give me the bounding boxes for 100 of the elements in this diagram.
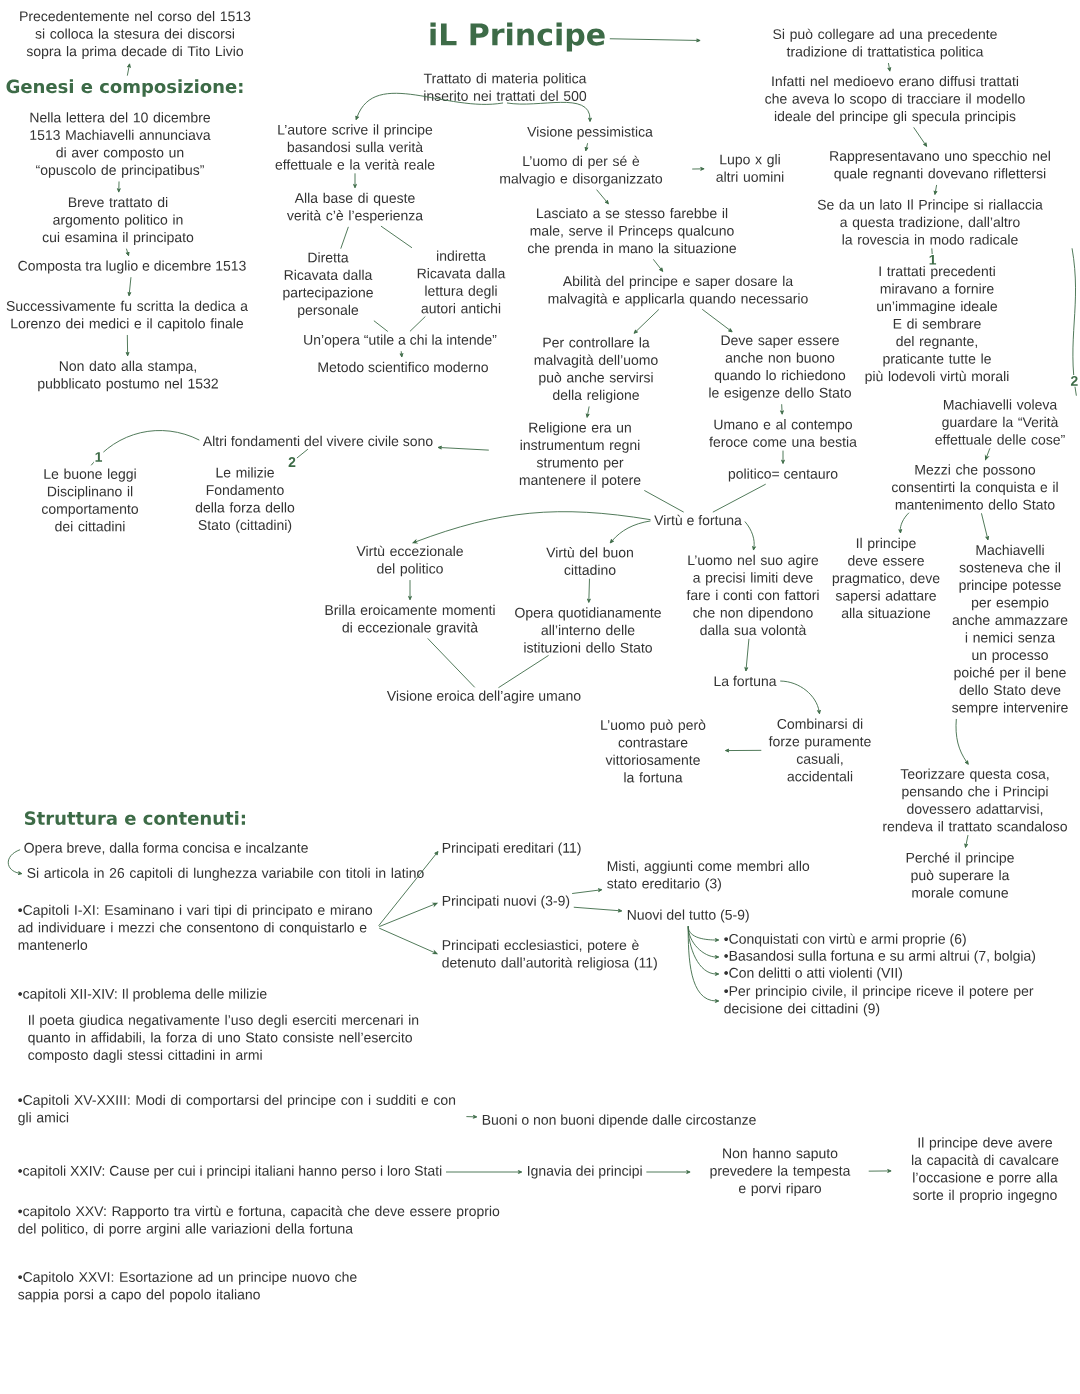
note-text: Per controllare la malvagità dell’uomo può anche servirsi della religione	[534, 337, 658, 403]
note-text: Si può collegare ad una precedente tradizione di trattatistica politica	[773, 28, 997, 60]
note-text: Lasciato a se stesso farebbe il male, serve il Princeps qualcuno che prenda in mano la situazione	[527, 208, 736, 257]
arrow	[573, 906, 623, 913]
note-text: politico= centauro	[728, 468, 838, 482]
callout-number: 2	[287, 456, 297, 468]
note-text: Mezzi che possono consentirti la conquista e il mantenimento dello Stato	[891, 464, 1058, 510]
note-text: Ignavia dei principi	[528, 1165, 642, 1179]
note-text: Misti, aggiunti come membri allo stato ereditario (3)	[607, 860, 810, 892]
note-text: indiretta Ricavata dalla lettura degli autori antichi	[417, 250, 506, 314]
note-text: Abilità del principe e saper dosare la malvagità e applicarla quando necessario	[548, 275, 808, 307]
note-text: Visione eroica dell’agire umano	[386, 690, 581, 704]
section-heading: Struttura e contenuti:	[25, 811, 245, 825]
note-text: L’autore scrive il principe basandosi sulla verità effettuale e la verità reale	[275, 124, 435, 170]
arrow	[691, 166, 705, 171]
arrow	[412, 511, 651, 544]
note-text: Il poeta giudica negativamente l’uso degli eserciti mercenari in quanto in affidabili, la forza di uno Stato consiste nell’esercito composto dagli stessi cittadini in armi	[28, 1014, 419, 1063]
connector-line	[643, 490, 685, 513]
arrow	[126, 63, 131, 77]
note-text: Machiavelli sosteneva che il principe potesse per esempio anche ammazzare i nemici senza un processo poiché per il bene dello Stato deve sempre intervenire	[952, 544, 1068, 716]
note-text: Nella lettera del 10 dicembre 1513 Machiavelli annunciava di aver composto un “opuscolo de principatibus”	[30, 112, 211, 178]
arrow	[125, 248, 130, 257]
callout-number: 1	[927, 254, 938, 266]
note-text: L’uomo nel suo agire a precisi limiti deve fare i conti con fattori che non dipendono dalla sua volontà	[686, 554, 819, 636]
note-text: Rappresentavano uno specchio nel quale regnanti dovevano riflettersi	[830, 150, 1050, 182]
note-text: •capitoli XII-XIV: Il problema delle milizie	[18, 988, 267, 1002]
note-text: Il principe deve avere la capacità di cavalcare l’occasione e porre alla sorte il proprio ingegno	[912, 1137, 1059, 1203]
connector-line	[340, 226, 349, 250]
arrow	[913, 126, 928, 147]
note-text: Il principe deve essere pragmatico, deve sapersi adattare alla situazione	[832, 537, 940, 619]
arrow	[687, 925, 720, 1003]
note-text: Composta tra luglio e dicembre 1513	[18, 260, 246, 274]
note-text: Virtù e fortuna	[654, 514, 742, 526]
arrow	[609, 520, 651, 544]
arrow	[744, 521, 756, 551]
note-text: Principati ecclesiastici, potere è detenuto dall’autorità religiosa (11)	[442, 939, 657, 971]
note-text: L’uomo può però contrastare vittoriosamente la fortuna	[601, 719, 706, 783]
arrow	[633, 309, 660, 334]
arrow	[596, 189, 609, 205]
arrow	[779, 680, 821, 715]
arrow	[584, 142, 589, 152]
connector-line	[498, 654, 549, 689]
connector-line	[712, 483, 767, 513]
note-text: •capitolo XXV: Rapporto tra virtù e fortuna, capacità che deve essere proprio del politico, di porre argini alle variazioni della fortuna	[18, 1205, 500, 1237]
note-text: Le buone leggi Disciplinano il comportamento dei cittadini	[41, 468, 139, 532]
note-text: Altri fondamenti del vivere civile sono	[202, 435, 433, 447]
note-text: Virtù eccezionale del politico	[356, 545, 463, 577]
arrow	[445, 1170, 523, 1174]
note-text: Brilla eroicamente momenti di eccezionale gravità	[325, 604, 495, 636]
note-text: Non dato alla stampa, pubblicato postumo nel 1532	[38, 360, 218, 392]
arrow	[437, 445, 490, 451]
connector-line	[427, 637, 476, 688]
note-text: Alla base di queste verità c’è l’esperienza	[286, 192, 424, 224]
note-text: Principati nuovi (3-9)	[442, 895, 570, 909]
title: iL Principe	[430, 22, 605, 52]
arrow	[609, 38, 701, 43]
note-text: Infatti nel medioevo erano diffusi trattati che aveva lo scopo di tracciare il modello ideale del principe gli specula principis	[765, 76, 1025, 124]
note-text: Lupo x gli altri uomini	[716, 154, 784, 182]
arrow	[571, 888, 603, 894]
arrow	[585, 406, 590, 418]
note-text: Non hanno saputo prevedere la tempesta e porvi riparo	[710, 1148, 851, 1197]
arrow	[127, 276, 132, 297]
note-text: Si articola in 26 capitoli di lunghezza variabile con titoli in latino	[27, 867, 424, 881]
note-text: •Capitolo XXVI: Esortazione ad un principe nuovo che sappia porsi a capo del popolo italiano	[18, 1271, 357, 1303]
arrow	[399, 350, 404, 358]
arrow	[353, 172, 357, 189]
arrow	[780, 403, 784, 415]
note-text: Umano e al contempo feroce come una bestia	[709, 419, 857, 447]
connector-line	[380, 225, 413, 249]
note-text: Virtù del buon cittadino	[546, 547, 633, 575]
arrow	[652, 258, 664, 272]
note-text: •capitoli XXIV: Cause per cui i principi italiani hanno perso i loro Stati	[18, 1165, 442, 1179]
note-text: L’uomo di per sé è malvagio e disorganizzato	[500, 155, 663, 187]
note-text: Successivamente fu scritta la dedica a Lorenzo dei medici e il capitolo finale	[6, 300, 248, 332]
arrow	[964, 834, 969, 848]
arrow	[116, 181, 121, 193]
arrow	[587, 578, 591, 603]
note-text: Teorizzare questa cosa, pensando che i Principi dovessero adattarvisi, rendeva il trattato scandaloso	[883, 768, 1067, 832]
arrow	[465, 1114, 478, 1119]
callout-number: 1	[93, 451, 104, 463]
note-text: •Capitoli XV-XXIII: Modi di comportarsi del principe con i sudditi e con gli amici	[18, 1094, 456, 1126]
note-text: Opera quotidianamente all’interno delle istituzioni dello Stato	[515, 607, 661, 653]
note-text: Trattato di materia politica inserito nei trattati del 500	[423, 73, 587, 101]
note-text: Se da un lato Il Principe si riallaccia a questa tradizione, dall’altro la rovescia in modo radicale	[817, 199, 1043, 245]
arrow	[378, 902, 438, 928]
arrow	[645, 1170, 691, 1174]
arrow	[744, 638, 750, 672]
note-text: Deve saper essere anche non buono quando lo richiedono le esigenze dello Stato	[709, 335, 851, 401]
note-text: Perché il principe può superare la morale comune	[906, 852, 1014, 898]
note-text: •Conquistati con virtù e armi proprie (6)	[724, 933, 966, 947]
arrow	[868, 1169, 892, 1173]
note-text: •Con delitti o atti violenti (VII)	[724, 967, 902, 981]
note-text: Combinarsi di forze puramente casuali, accidentali	[768, 718, 871, 782]
arrow	[981, 512, 990, 541]
arrow	[506, 101, 592, 123]
connector-line	[409, 316, 426, 332]
connector-line	[1071, 247, 1077, 397]
arrow	[781, 450, 785, 465]
note-text: Opera breve, dalla forma concisa e incalzante	[24, 842, 308, 856]
note-text: Metodo scientifico moderno	[318, 361, 488, 373]
